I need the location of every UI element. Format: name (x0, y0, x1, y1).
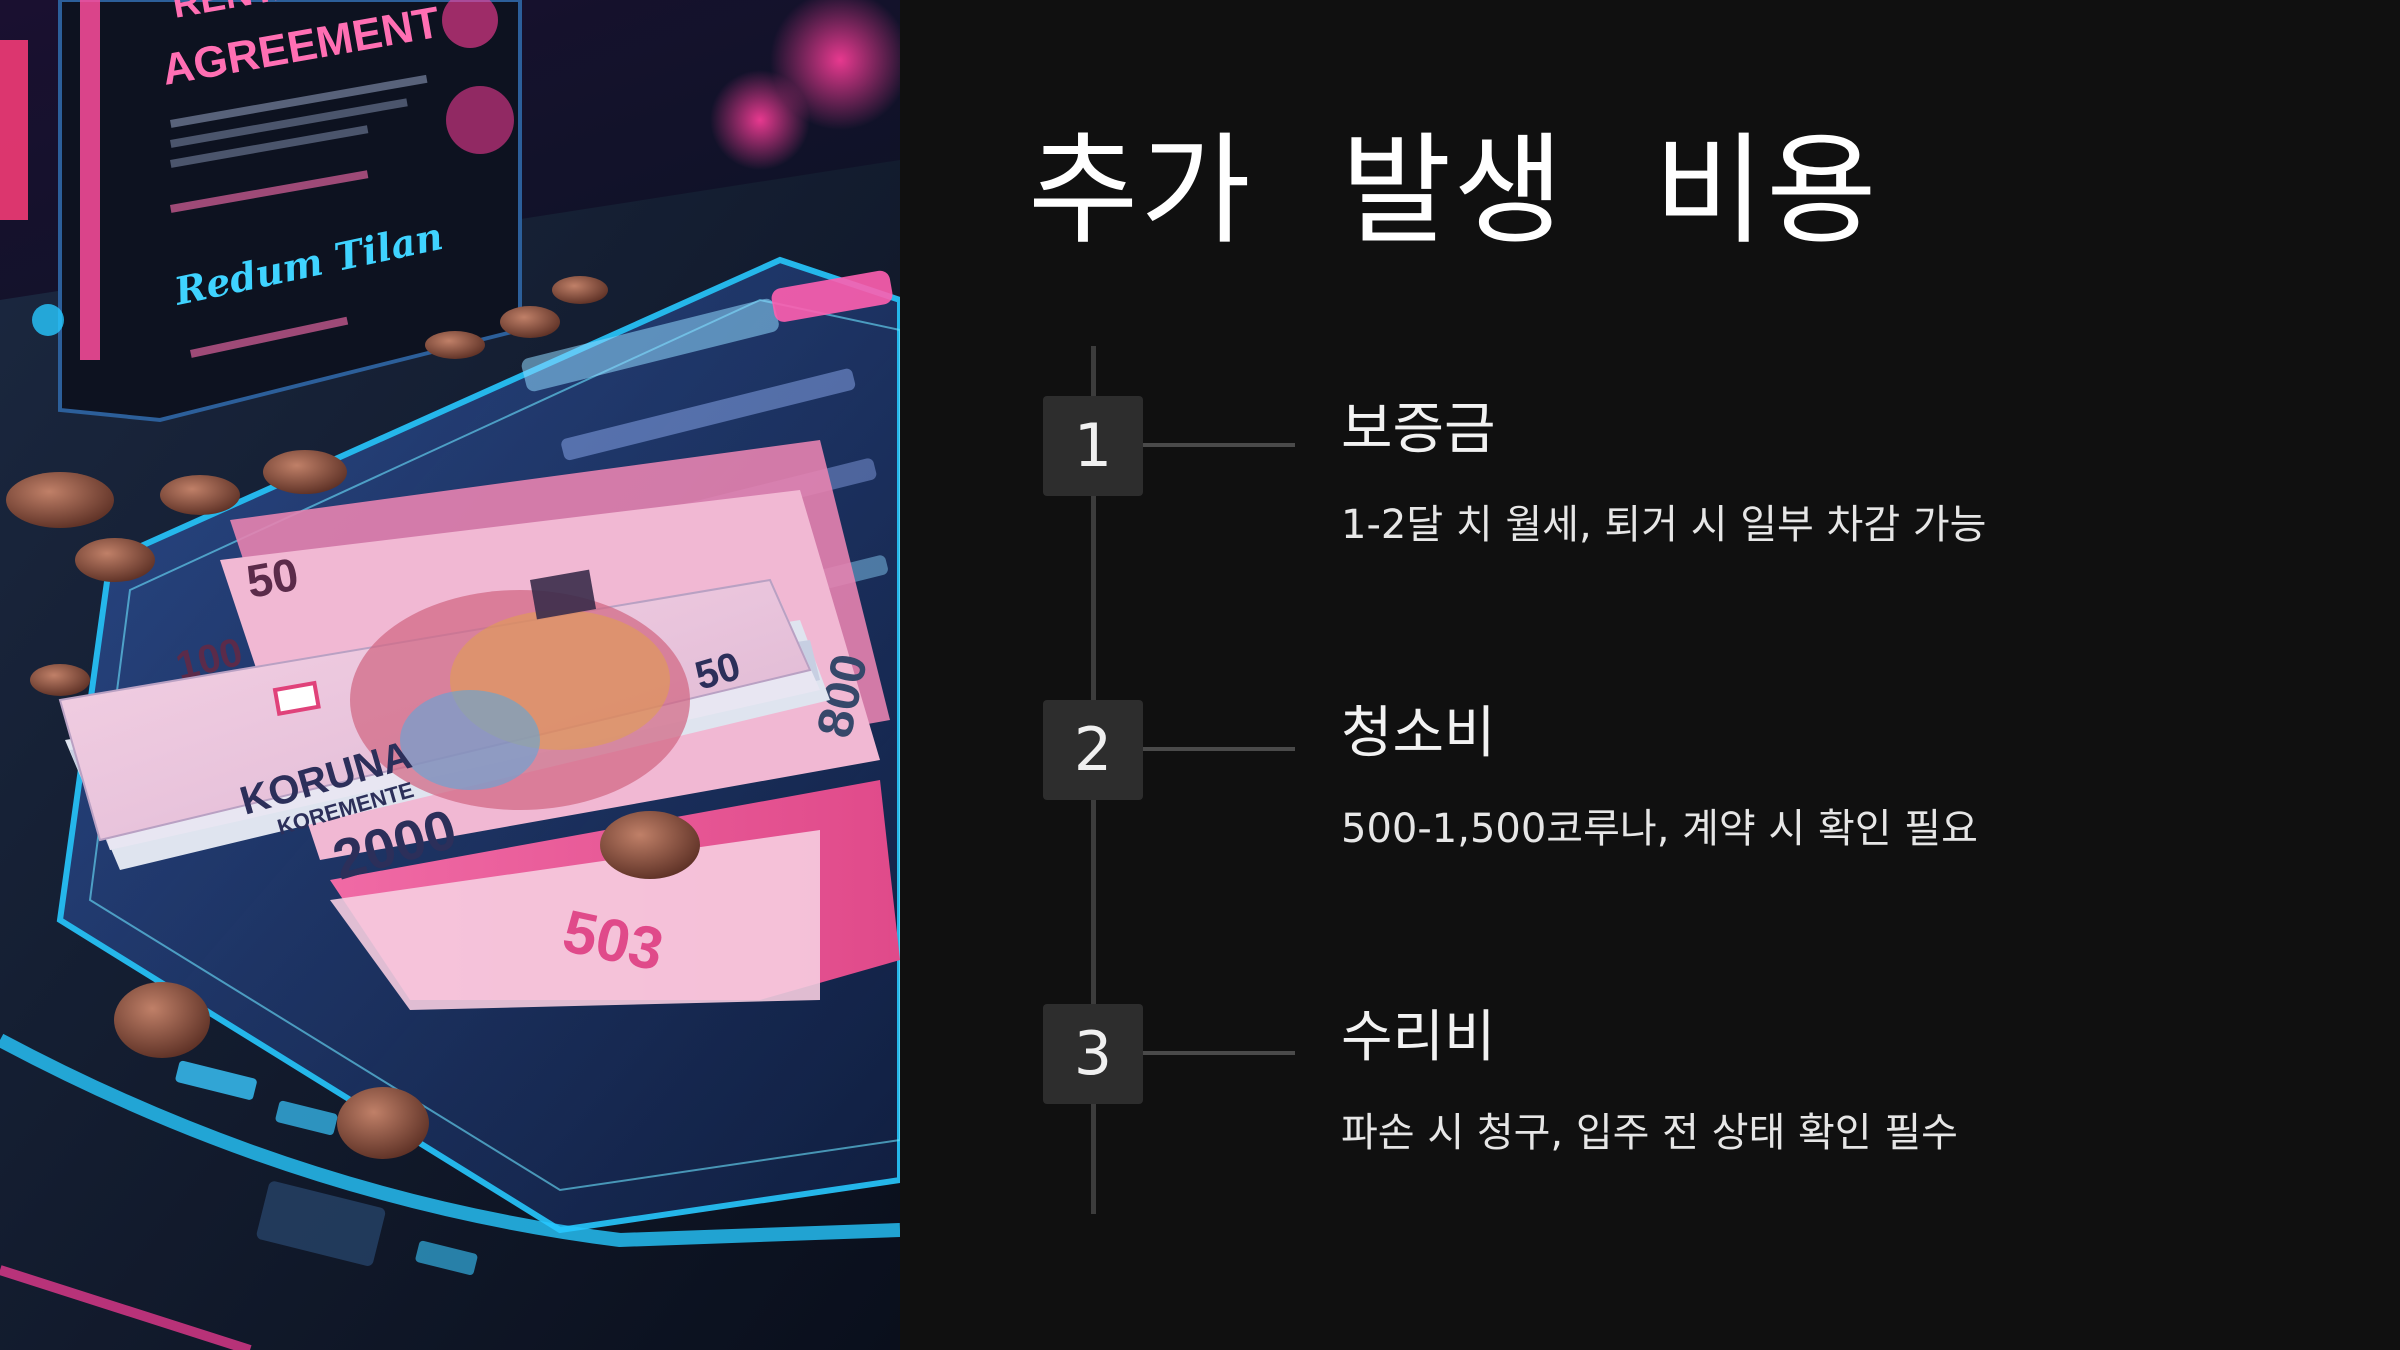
neon-edge (0, 1033, 900, 1248)
neon-edge (0, 1265, 252, 1350)
rental-agreement-document: RENTAL AGREEMENT Redum Tilan (32, 0, 522, 423)
neon-glow (710, 70, 810, 170)
key-light (175, 1060, 257, 1100)
coins (6, 276, 608, 1159)
holo-screen-inner (88, 298, 900, 1192)
step-description: 500-1,500코루나, 계약 시 확인 필요 (1341, 806, 1978, 852)
step-title: 청소비 (1341, 701, 1496, 766)
slide-title: 추가 발생 비용 (1028, 122, 1879, 261)
key-block (256, 1181, 386, 1266)
key-light (275, 1100, 338, 1136)
key-light (415, 1240, 478, 1276)
timeline-step-1: 1 보증금 1-2달 치 월세, 퇴거 시 일부 차감 가능 (900, 396, 2400, 616)
banknote-stack: 50 100 503 800 KORUNA KOREMENTE 2000 50 (58, 440, 900, 1010)
step-description: 파손 시 청구, 입주 전 상태 확인 필수 (1341, 1110, 1958, 1156)
illustration-image: RENTAL AGREEMENT Redum Tilan (0, 0, 900, 1350)
step-number-badge: 2 (1043, 700, 1143, 800)
step-connector (1143, 747, 1295, 751)
timeline-step-3: 3 수리비 파손 시 청구, 입주 전 상태 확인 필수 (900, 1004, 2400, 1224)
step-connector (1143, 443, 1295, 447)
screen-bar (561, 368, 856, 461)
step-number-badge: 3 (1043, 1004, 1143, 1104)
step-connector (1143, 1051, 1295, 1055)
step-number-badge: 1 (1043, 396, 1143, 496)
screen-bar (521, 298, 779, 392)
coin (600, 811, 700, 879)
timeline-step-2: 2 청소비 500-1,500코루나, 계약 시 확인 필요 (900, 700, 2400, 920)
content-panel: 추가 발생 비용 1 보증금 1-2달 치 월세, 퇴거 시 일부 차감 가능 … (900, 0, 2400, 1350)
banknote-value: 50 (243, 548, 302, 608)
step-title: 보증금 (1341, 397, 1496, 462)
illustration-svg: RENTAL AGREEMENT Redum Tilan (0, 0, 900, 1350)
step-title: 수리비 (1341, 1005, 1496, 1070)
step-description: 1-2달 치 월세, 퇴거 시 일부 차감 가능 (1341, 502, 1987, 548)
neon-strip (0, 40, 28, 220)
screen-pink-button (771, 270, 893, 322)
